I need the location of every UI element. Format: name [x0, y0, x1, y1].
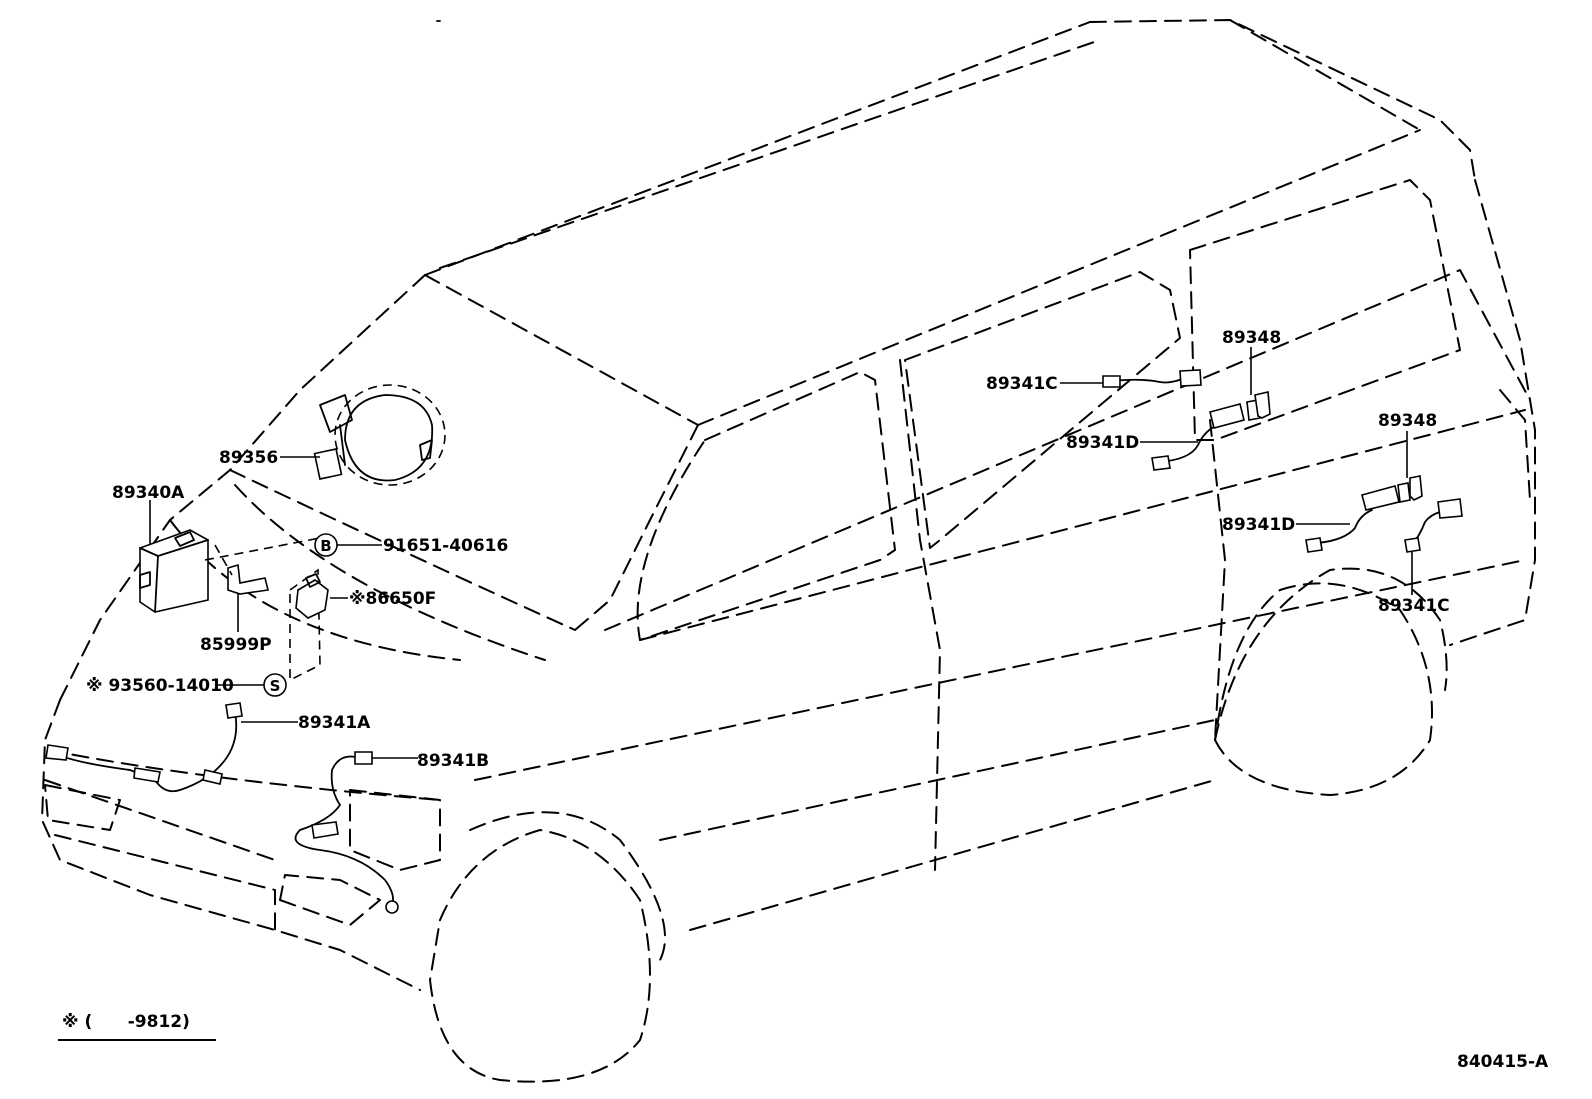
harness-89341c-lower — [1404, 498, 1463, 553]
callout-89341a: 89341A — [298, 713, 371, 733]
harness-89341b — [294, 751, 399, 914]
harness-89341c-upper — [1102, 369, 1202, 388]
callout-86650f: ※86650F — [349, 589, 436, 609]
callout-89341b: 89341B — [417, 751, 489, 771]
callout-labels: 89348 89341C 89341D 89348 89341D 89341C … — [86, 328, 1450, 771]
relay-86650f — [289, 568, 329, 682]
bolt-marker-letter: B — [320, 537, 331, 555]
callout-89340a: 89340A — [112, 483, 185, 503]
callout-89348-lower: 89348 — [1378, 411, 1437, 431]
steering-wheel — [319, 384, 446, 486]
screw-marker — [263, 673, 287, 697]
bolt-marker — [314, 533, 338, 557]
callout-89341d-upper: 89341D — [1066, 433, 1139, 453]
harness-89341a — [45, 702, 243, 793]
footnote: ※ ( -9812) — [62, 1012, 190, 1032]
callout-89341d-lower: 89341D — [1222, 515, 1295, 535]
harness-89341d-lower — [1305, 482, 1411, 553]
callout-89341c-lower: 89341C — [1378, 596, 1450, 616]
leader-lines — [149, 347, 1413, 759]
ecu-89340a — [139, 529, 209, 613]
bracket-85999p — [227, 563, 269, 595]
bracket-89348-upper — [1254, 391, 1271, 419]
callout-91651-40616: 91651-40616 — [383, 536, 508, 556]
bracket-89348-lower — [1409, 475, 1423, 501]
callout-89348-upper: 89348 — [1222, 328, 1281, 348]
vehicle-outline — [41, 19, 1536, 1083]
sensor-89356 — [313, 448, 343, 480]
callout-89356: 89356 — [219, 448, 278, 468]
callout-85999p: 85999P — [200, 635, 272, 655]
screw-marker-letter: S — [270, 677, 281, 695]
callout-89341c-upper: 89341C — [986, 374, 1058, 394]
diagram-code: 840415-A — [1457, 1052, 1549, 1072]
harness-89341d-upper — [1151, 399, 1261, 471]
callout-93560-14010: ※ 93560-14010 — [86, 676, 234, 696]
